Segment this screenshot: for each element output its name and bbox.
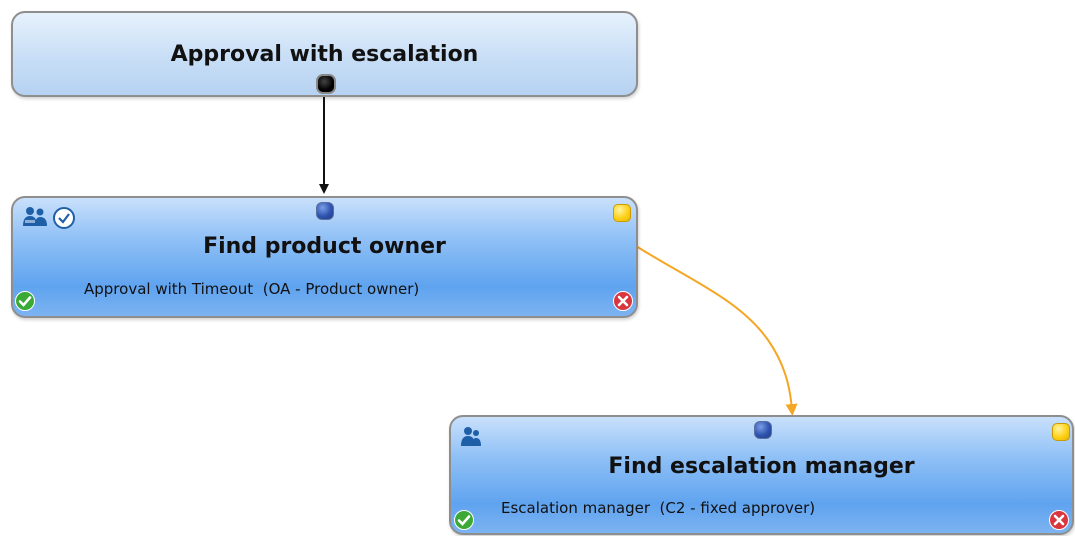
timeout-port[interactable] [1052, 423, 1070, 441]
find-product-owner-node[interactable]: Find product owner Approval with Timeout… [11, 196, 638, 318]
find-escalation-manager-node[interactable]: Find escalation manager Escalation manag… [449, 415, 1074, 535]
find-escalation-manager-title: Find escalation manager [608, 454, 915, 479]
failure-x-icon[interactable] [1049, 510, 1069, 530]
users-icon [23, 206, 49, 232]
find-product-owner-title: Find product owner [203, 234, 446, 259]
start-node-title: Approval with escalation [170, 42, 479, 67]
start-node[interactable]: Approval with escalation [11, 11, 638, 97]
find-product-owner-subtitle: Approval with Timeout (OA - Product owne… [84, 280, 420, 298]
input-port[interactable] [316, 202, 334, 220]
users-icon [461, 426, 481, 452]
start-output-port[interactable] [316, 74, 336, 94]
success-check-icon[interactable] [15, 291, 35, 311]
timeout-port[interactable] [613, 204, 631, 222]
edge-find-owner-to-find-escalation[interactable] [635, 245, 798, 416]
success-check-icon[interactable] [454, 510, 474, 530]
find-escalation-manager-subtitle: Escalation manager (C2 - fixed approver) [501, 499, 816, 517]
failure-x-icon[interactable] [613, 291, 633, 311]
input-port[interactable] [754, 421, 772, 439]
clock-icon [52, 206, 76, 234]
